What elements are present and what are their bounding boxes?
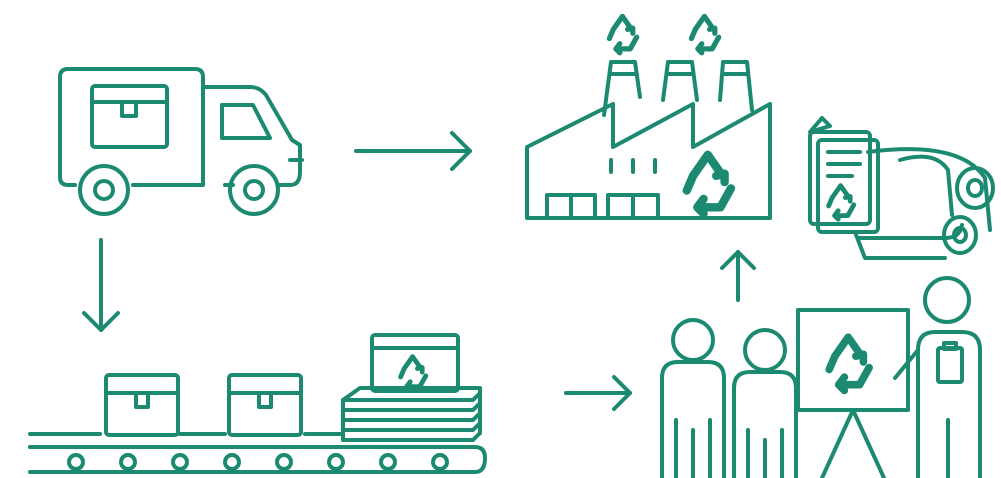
recycle-icon (687, 155, 731, 214)
arrow-right-to-presentation (564, 375, 632, 411)
conveyor-belt-icon (28, 333, 487, 474)
audience-person-icon (732, 328, 798, 478)
delivery-truck-icon (58, 67, 304, 216)
package-box-icon (227, 373, 303, 437)
audience-person-icon (660, 318, 726, 478)
arrow-down-to-conveyor (82, 238, 120, 332)
flattened-cardboard-stack-icon (341, 386, 482, 442)
presenter-person-icon (893, 276, 982, 478)
recycled-box-icon (370, 333, 460, 393)
arrow-up-to-factory (720, 250, 756, 302)
recycle-icon (829, 186, 854, 220)
package-box-icon (104, 373, 180, 437)
package-box-icon (90, 84, 169, 149)
arrow-right-to-factory (354, 131, 472, 171)
smoke-recycle-icon (691, 16, 718, 52)
presentation-board-icon (796, 308, 910, 478)
people-presentation-icon (660, 276, 982, 478)
smoke-recycle-icon (609, 16, 636, 52)
paper-roll-icon (808, 116, 995, 260)
recycling-factory-icon (525, 16, 772, 220)
